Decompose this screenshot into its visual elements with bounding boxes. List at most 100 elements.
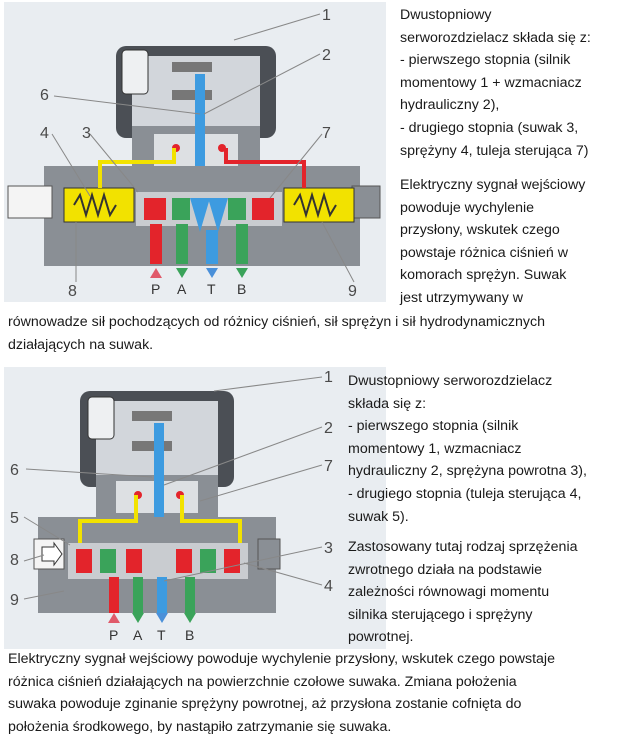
spool-land-3 bbox=[176, 549, 192, 573]
servo-valve-drawing-1: P A T B 1 2 6 4 3 7 8 9 bbox=[7, 7, 381, 300]
spool-land-p-right bbox=[252, 198, 274, 220]
port-a-marker bbox=[132, 613, 144, 623]
servo-valve-diagram-2: P A T B 1 2 6 7 5 3 8 4 9 bbox=[4, 367, 386, 649]
section1-list-line: sprężyny 4, tuleja sterująca 7) bbox=[400, 142, 589, 159]
section1-description: Dwustopniowy serworozdzielacz składa się… bbox=[400, 4, 614, 162]
armature-lower bbox=[172, 90, 212, 100]
label-number-5: 5 bbox=[10, 510, 19, 527]
section1-title-line: Dwustopniowy bbox=[400, 7, 492, 23]
pilot-line-right bbox=[224, 148, 306, 188]
arrow-icon bbox=[41, 541, 63, 567]
leader-lines-1 bbox=[51, 13, 355, 283]
spool-land-2 bbox=[126, 549, 142, 573]
section1-para-line: jest utrzymywany w bbox=[400, 289, 523, 306]
armature bbox=[172, 62, 212, 72]
label-number-3: 3 bbox=[324, 540, 333, 557]
pilot-line-left bbox=[98, 148, 176, 188]
spool-land-1 bbox=[76, 549, 92, 573]
spool-land-b bbox=[228, 198, 246, 220]
spool-land-4 bbox=[224, 549, 240, 573]
control-sleeve bbox=[68, 543, 248, 579]
port-b-marker bbox=[184, 613, 196, 623]
port-b-channel bbox=[185, 577, 195, 613]
port-t-channel bbox=[206, 230, 218, 264]
section1-para-cont-line: działających na suwak. bbox=[8, 336, 154, 353]
electrical-connector bbox=[121, 49, 149, 95]
section1-para-line: przysłony, wskutek czego bbox=[400, 222, 560, 239]
servo-valve-diagram-1: P A T B 1 2 6 4 3 7 8 9 bbox=[4, 2, 386, 302]
electrical-connector bbox=[87, 396, 115, 440]
section2-para-cont-line: różnica ciśnień działających na powierzc… bbox=[8, 673, 517, 690]
section2-title-line: Dwustopniowy serworozdzielacz bbox=[348, 373, 553, 389]
right-end-cap bbox=[351, 185, 381, 219]
servo-valve-drawing-2: P A T B 1 2 6 7 5 3 8 4 9 bbox=[10, 369, 333, 643]
section1-para-line: komorach sprężyn. Suwak bbox=[400, 267, 567, 284]
section1-list-line: hydrauliczny 2), bbox=[400, 97, 500, 114]
right-end-cap bbox=[257, 538, 281, 570]
port-t-channel bbox=[157, 577, 167, 613]
spool-land-b bbox=[200, 549, 216, 573]
label-number-2: 2 bbox=[324, 420, 333, 437]
label-number-8: 8 bbox=[10, 552, 19, 569]
section1-para-cont-line: równowadze sił pochodzących od różnicy c… bbox=[8, 314, 545, 330]
label-number-7: 7 bbox=[324, 458, 333, 475]
pilot-line-right bbox=[180, 495, 242, 543]
label-number-8: 8 bbox=[68, 283, 77, 300]
section2-para-cont-line: suwaka powoduje zginanie sprężyny powrot… bbox=[8, 696, 522, 713]
section2-para-line: zwrotnego działa na podstawie bbox=[348, 561, 543, 578]
spring-right bbox=[293, 191, 337, 219]
section2-para-line: Zastosowany tutaj rodzaj sprzężenia bbox=[348, 539, 578, 555]
port-p-channel bbox=[150, 224, 162, 264]
port-label-p: P bbox=[151, 281, 160, 297]
section2-para-line: powrotnej. bbox=[348, 629, 414, 646]
section2-title-line: składa się z: bbox=[348, 395, 427, 412]
port-b-channel bbox=[236, 224, 248, 264]
spool-land-p-left bbox=[144, 198, 166, 220]
spring-left bbox=[73, 191, 117, 219]
left-end-cap bbox=[7, 185, 53, 219]
section2-para-cont-line: położenia środkowego, by nastąpiło zatrz… bbox=[8, 718, 392, 735]
armature-lower bbox=[132, 441, 172, 451]
section1-para-line: powoduje wychylenie bbox=[400, 199, 535, 216]
leader-lines-2 bbox=[23, 376, 323, 600]
port-label-t: T bbox=[157, 627, 166, 643]
section2-list-line: suwak 5). bbox=[348, 508, 409, 525]
spool-land-a bbox=[100, 549, 116, 573]
port-label-b: B bbox=[237, 281, 246, 297]
label-number-1: 1 bbox=[324, 369, 333, 386]
section1-list-line: - drugiego stopnia (suwak 3, bbox=[400, 119, 579, 136]
armature bbox=[132, 411, 172, 421]
label-number-2: 2 bbox=[322, 47, 331, 64]
label-number-9: 9 bbox=[348, 283, 357, 300]
section2-list-line: - drugiego stopnia (tuleja sterująca 4, bbox=[348, 485, 582, 502]
flapper-feedback-spring bbox=[154, 423, 164, 599]
spool-land-a bbox=[172, 198, 190, 220]
port-a-channel bbox=[133, 577, 143, 613]
port-label-a: A bbox=[133, 627, 143, 643]
port-a-marker bbox=[176, 268, 188, 278]
section2-list-line: hydrauliczny 2, sprężyna powrotna 3), bbox=[348, 463, 587, 480]
section2-list-line: - pierwszego stopnia (silnik bbox=[348, 418, 519, 435]
port-p-marker bbox=[108, 613, 120, 623]
section1-para-line: powstaje różnica ciśnień w bbox=[400, 244, 568, 261]
section2-description: Dwustopniowy serworozdzielacz składa się… bbox=[348, 370, 614, 528]
port-a-channel bbox=[176, 224, 188, 264]
port-t-marker bbox=[156, 613, 168, 623]
port-p-channel bbox=[109, 577, 119, 613]
label-number-1: 1 bbox=[322, 7, 331, 24]
flapper bbox=[195, 74, 205, 200]
tank-passage bbox=[190, 198, 228, 232]
section2-para-cont-line: Elektryczny sygnał wejściowy powoduje wy… bbox=[8, 651, 555, 667]
label-number-4: 4 bbox=[40, 125, 49, 142]
label-number-6: 6 bbox=[40, 87, 49, 104]
label-number-3: 3 bbox=[82, 125, 91, 142]
label-number-6: 6 bbox=[10, 462, 19, 479]
section2-para-line: silnika sterującego i sprężyny bbox=[348, 606, 533, 623]
section2-para-line: zależności równowagi momentu bbox=[348, 584, 550, 601]
section1-title-line: serworozdzielacz składa się z: bbox=[400, 29, 591, 46]
label-number-4: 4 bbox=[324, 578, 333, 595]
port-label-a: A bbox=[177, 281, 187, 297]
section1-list-line: momentowy 1 + wzmacniacz bbox=[400, 74, 582, 91]
label-number-7: 7 bbox=[322, 125, 331, 142]
port-label-p: P bbox=[109, 627, 118, 643]
